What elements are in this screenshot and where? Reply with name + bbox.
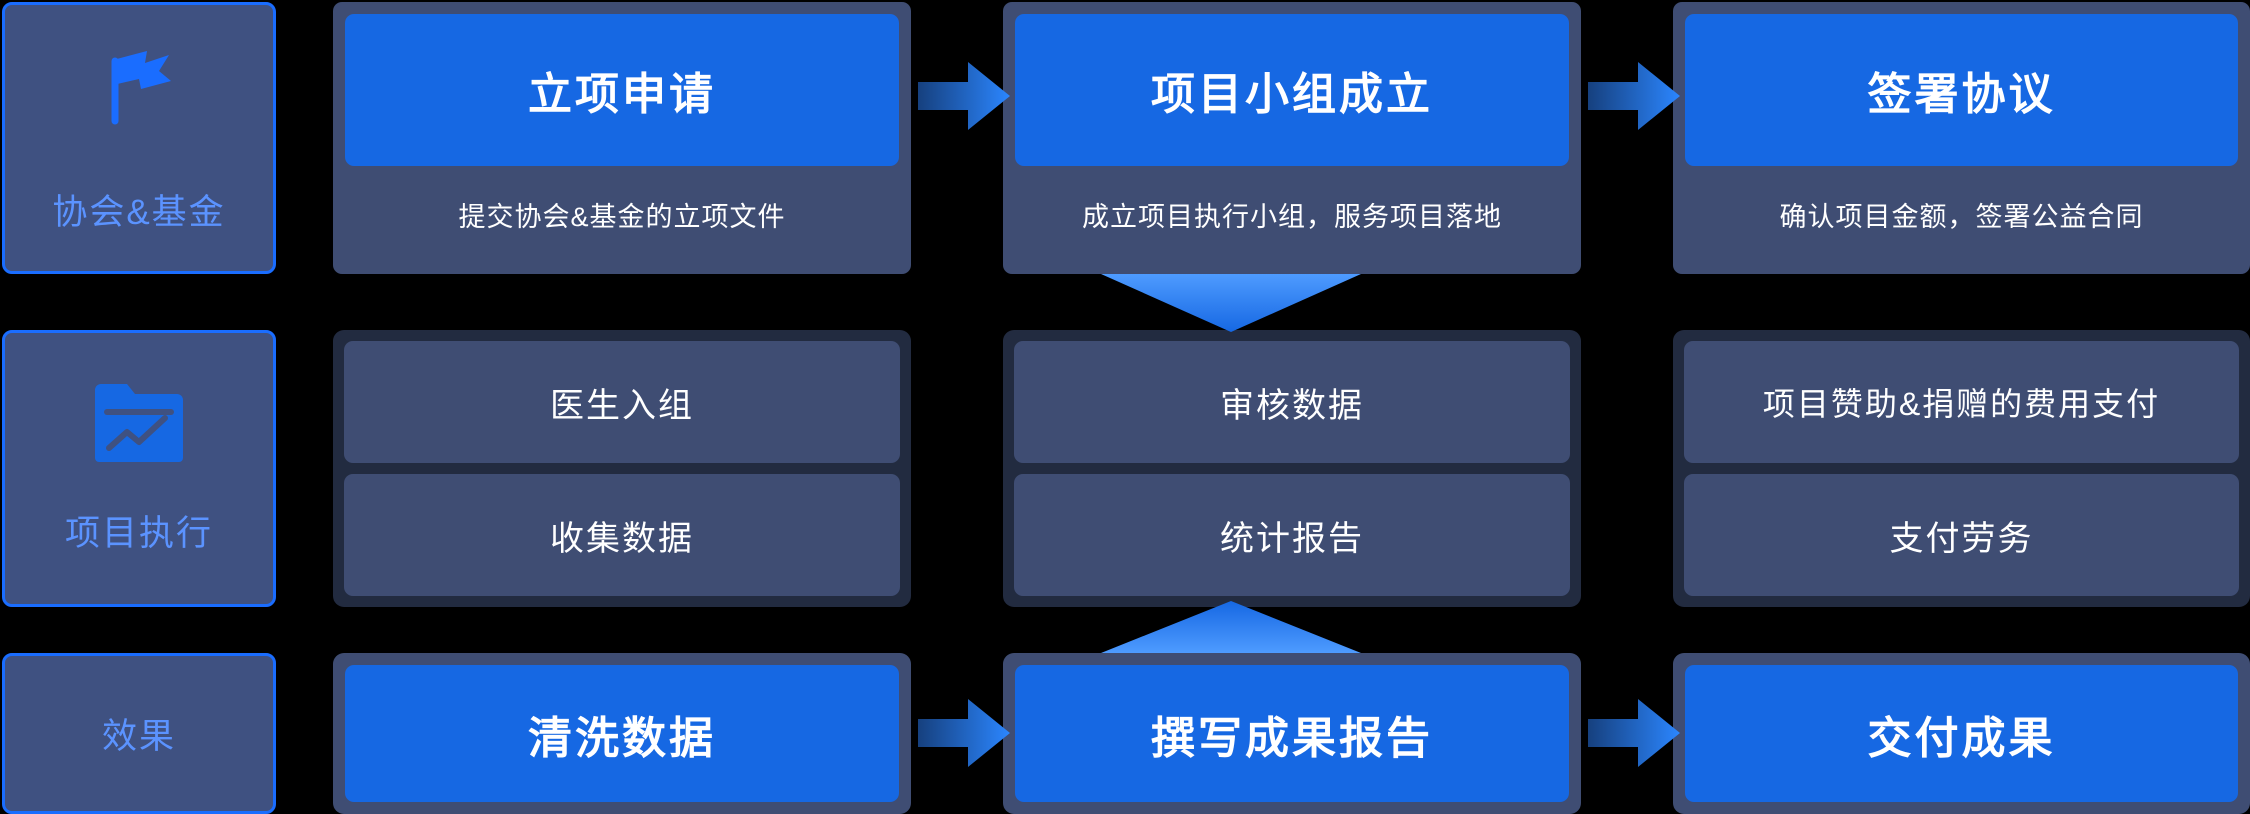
process-card-data-review-group[interactable]: 审核数据 统计报告 — [1003, 330, 1581, 607]
stage-label-card-effect[interactable]: 效果 — [2, 653, 276, 814]
folder-chart-icon — [93, 382, 185, 471]
process-card-title: 项目小组成立 — [1015, 14, 1569, 166]
arrow-down-icon — [1101, 274, 1361, 332]
arrow-right-icon — [918, 62, 1010, 130]
process-card-subtitle: 提交协会&基金的立项文件 — [458, 201, 786, 232]
process-subitem[interactable]: 审核数据 — [1014, 341, 1570, 463]
process-card-deliver-results[interactable]: 交付成果 — [1673, 653, 2250, 814]
arrow-right-icon — [1588, 62, 1680, 130]
stage-label-card-project-execution[interactable]: 项目执行 — [2, 330, 276, 607]
process-subitem[interactable]: 收集数据 — [344, 474, 900, 596]
stage-label-text: 项目执行 — [64, 513, 213, 553]
stage-label-text: 效果 — [101, 717, 176, 756]
process-card-clean-data[interactable]: 清洗数据 — [333, 653, 911, 814]
process-card-payment-group[interactable]: 项目赞助&捐赠的费用支付 支付劳务 — [1673, 330, 2250, 607]
process-subitem[interactable]: 医生入组 — [344, 341, 900, 463]
arrow-up-icon — [1101, 601, 1361, 653]
process-card-subtitle: 确认项目金额，签署公益合同 — [1779, 201, 2144, 232]
process-card-project-application[interactable]: 立项申请 提交协会&基金的立项文件 — [333, 2, 911, 274]
stage-label-card-association-fund[interactable]: 协会&基金 — [2, 2, 276, 274]
process-card-title: 立项申请 — [345, 14, 899, 166]
flag-icon — [89, 41, 189, 146]
process-subitem[interactable]: 统计报告 — [1014, 474, 1570, 596]
process-subitem[interactable]: 支付劳务 — [1684, 474, 2239, 596]
process-card-sign-agreement[interactable]: 签署协议 确认项目金额，签署公益合同 — [1673, 2, 2250, 274]
process-card-title: 撰写成果报告 — [1015, 665, 1569, 802]
process-card-write-report[interactable]: 撰写成果报告 — [1003, 653, 1581, 814]
process-card-team-formation[interactable]: 项目小组成立 成立项目执行小组，服务项目落地 — [1003, 2, 1581, 274]
process-card-title: 交付成果 — [1685, 665, 2238, 802]
process-subitem[interactable]: 项目赞助&捐赠的费用支付 — [1684, 341, 2239, 463]
stage-label-text: 协会&基金 — [52, 193, 226, 232]
process-card-subtitle: 成立项目执行小组，服务项目落地 — [1082, 201, 1502, 232]
arrow-right-icon — [918, 699, 1010, 767]
process-card-doctor-enrollment-group[interactable]: 医生入组 收集数据 — [333, 330, 911, 607]
process-card-title: 清洗数据 — [345, 665, 899, 802]
arrow-right-icon — [1588, 699, 1680, 767]
process-card-title: 签署协议 — [1685, 14, 2238, 166]
